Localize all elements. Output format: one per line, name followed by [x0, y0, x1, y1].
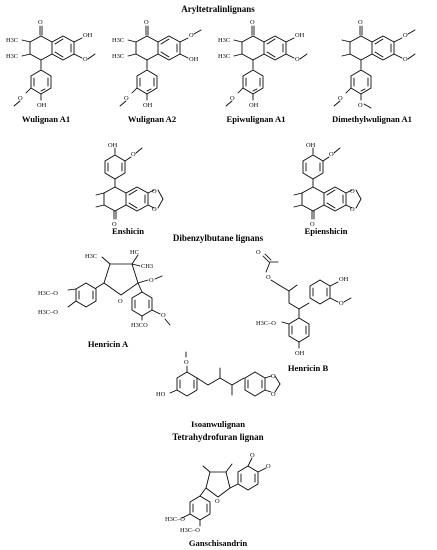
atom-h3c-o: H3C–O	[38, 290, 58, 297]
atom-ch3: CH3	[141, 263, 153, 270]
label-henricin-a: Henricin A	[88, 339, 129, 349]
structure-isoanwulignan: O HO O O Isoanwulignan	[156, 351, 281, 429]
atom-oh: OH	[83, 32, 93, 39]
atom-o: O	[152, 206, 157, 213]
structure-wulignan-a2: O H3C H3C O OH O OH Wulignan A2	[112, 19, 202, 124]
atom-o: O	[271, 391, 276, 398]
atom-o: O	[339, 300, 344, 307]
structure-wulignan-a1: O H3C H3C OH O O OH Wulignan A1	[6, 19, 96, 124]
atom-o: O	[18, 95, 23, 102]
atom-o: O	[250, 452, 255, 459]
header-dibenzylbutane: Dibenzylbutane lignans	[173, 233, 264, 243]
atom-h3c-o: H3C–O	[180, 527, 200, 534]
atom-oh: OH	[306, 142, 316, 149]
atom-h3c: H3C	[112, 53, 124, 60]
atom-o: O	[184, 359, 189, 366]
atom-o: O	[118, 298, 123, 305]
atom-o: O	[358, 19, 363, 26]
label-epiwulignan-a1: Epiwulignan A1	[227, 114, 286, 124]
structure-epiwulignan-a1: O H3C H3C OH O O OH Epiwulignan A1	[218, 19, 308, 124]
atom-o: O	[266, 274, 271, 281]
structure-enshicin: OH O O O O Enshicin	[95, 142, 164, 236]
structure-ganschisandrin: O O O H3C–O H3C–O Ganschisandrin	[165, 452, 271, 548]
atom-o: O	[295, 56, 300, 63]
atom-o: O	[350, 206, 355, 213]
label-wulignan-a2: Wulignan A2	[128, 114, 176, 124]
atom-ho: HO	[156, 391, 166, 398]
label-wulignan-a1: Wulignan A1	[22, 114, 70, 124]
atom-h3c-o: H3C–O	[256, 320, 276, 327]
atom-o: O	[112, 221, 117, 228]
atom-oh: OH	[249, 102, 259, 109]
structure-henricin-a: H3C HC CH3 O O H3C–O H3C–O O H3CO Henric…	[38, 249, 171, 349]
atom-o: O	[131, 151, 136, 158]
atom-h3c-o: H3C–O	[165, 516, 185, 523]
atom-oh: OH	[37, 102, 47, 109]
atom-o: O	[124, 95, 129, 102]
atom-oh: OH	[189, 56, 199, 63]
atom-o: O	[189, 32, 194, 39]
atom-o: O	[38, 19, 43, 26]
atom-oh: OH	[295, 32, 305, 39]
atom-o: O	[83, 56, 88, 63]
atom-h3c: H3C	[85, 253, 97, 260]
structure-dimethylwulignan-a1: O O O O O Dimethylwulignan A1	[332, 19, 416, 124]
atom-o: O	[403, 32, 408, 39]
atom-o: O	[358, 102, 363, 109]
label-epienshicin: Epienshicin	[305, 226, 348, 236]
atom-oh: OH	[143, 102, 153, 109]
atom-o: O	[230, 95, 235, 102]
atom-o: O	[338, 95, 343, 102]
atom-o: O	[250, 19, 255, 26]
structure-epienshicin: OH O O O O Epienshicin	[293, 142, 362, 236]
atom-hc: HC	[130, 249, 139, 256]
atom-oh: OH	[339, 276, 349, 283]
header-aryltetralin: Aryltetralinlignans	[181, 4, 255, 14]
atom-o: O	[350, 188, 355, 195]
label-isoanwulignan: Isoanwulignan	[191, 419, 245, 429]
atom-o: O	[271, 373, 276, 380]
label-ganschisandrin: Ganschisandrin	[189, 538, 247, 548]
label-dimethylwulignan-a1: Dimethylwulignan A1	[332, 114, 412, 124]
label-henricin-b: Henricin B	[288, 363, 329, 373]
atom-h3c: H3C	[218, 37, 230, 44]
atom-h3co: H3CO	[131, 322, 148, 329]
header-tetrahydrofuran: Tetrahydrofuran lignan	[172, 432, 263, 442]
label-enshicin: Enshicin	[112, 226, 144, 236]
atom-oh: OH	[108, 142, 118, 149]
atom-o: O	[149, 277, 154, 284]
atom-o: O	[266, 463, 271, 470]
atom-h3c-o: H3C–O	[38, 309, 58, 316]
structure-henricin-b: O O OH O H3C–O OH Henricin B	[256, 249, 352, 373]
atom-h3c: H3C	[6, 53, 18, 60]
atom-o: O	[161, 312, 166, 319]
atom-o: O	[310, 221, 315, 228]
atom-o: O	[144, 19, 149, 26]
atom-o: O	[215, 498, 220, 505]
atom-h3c: H3C	[218, 53, 230, 60]
atom-oh: OH	[295, 350, 305, 357]
atom-o: O	[152, 188, 157, 195]
atom-h3c: H3C	[6, 37, 18, 44]
atom-h3c: H3C	[112, 37, 124, 44]
atom-o: O	[329, 151, 334, 158]
atom-o: O	[256, 249, 261, 256]
atom-o: O	[403, 56, 408, 63]
